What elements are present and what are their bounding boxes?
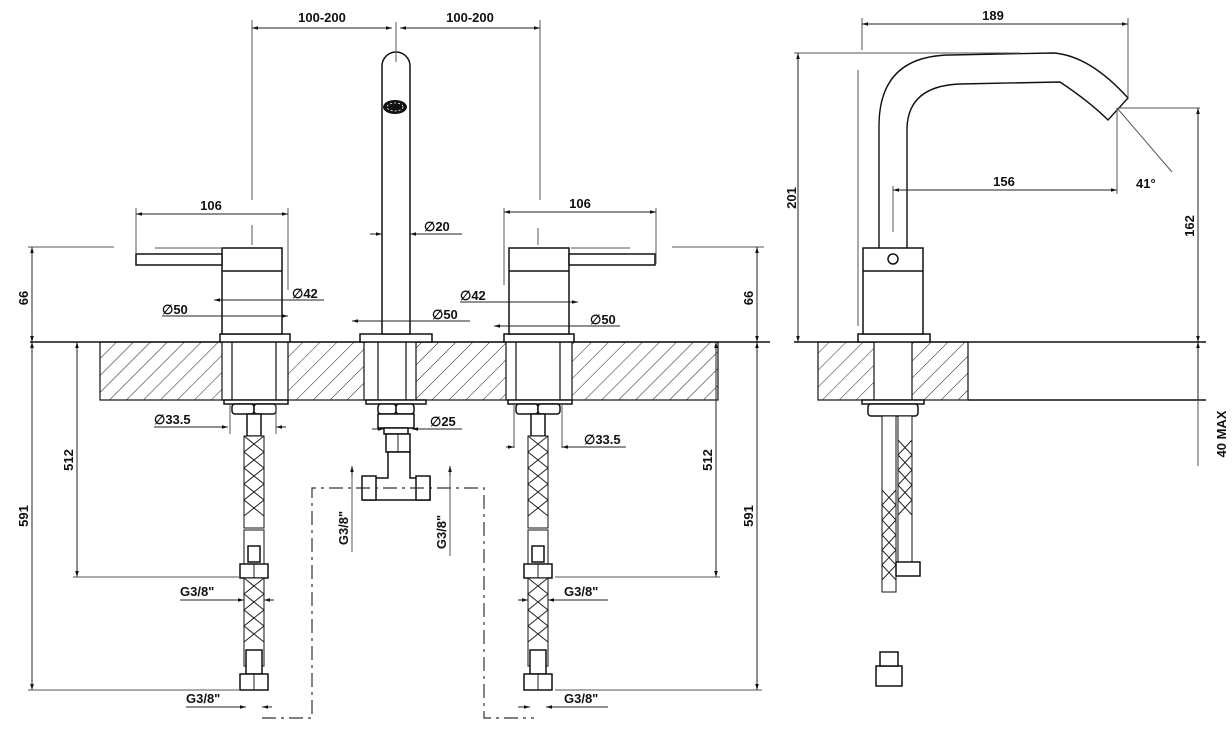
dim-height-right: 66: [741, 291, 756, 305]
dim-thread-left-end: G3/8": [186, 691, 220, 706]
dim-handle-diameter-right: ∅42: [460, 288, 486, 303]
side-view: 189 201 162 156 41° 40 MAX: [784, 8, 1229, 687]
dim-height-total: 201: [784, 187, 799, 209]
dim-handle-diameter-left: ∅42: [292, 286, 318, 301]
dim-hose-left: 512: [61, 449, 76, 471]
dim-deck-thickness: 40 MAX: [1214, 410, 1229, 457]
dim-handle-left: 106: [200, 198, 222, 213]
dim-vertical-left: 66 591 512: [16, 246, 240, 691]
dim-spacing-left: 100-200: [298, 10, 346, 25]
dim-reach-total: 189: [982, 8, 1004, 23]
dim-total-right: 591: [741, 505, 756, 527]
deck-section: [30, 341, 770, 401]
dim-thread-tee-left: G3/8": [336, 511, 351, 545]
dim-handle-right: 106: [569, 196, 591, 211]
supply-outline: [262, 487, 534, 719]
center-tee-fitting: [361, 399, 431, 501]
spout: [359, 22, 433, 343]
dim-handle-width: 106 106: [135, 196, 657, 290]
dim-shank-right: ∅33.5: [584, 432, 621, 447]
dim-shank-left: ∅33.5: [154, 412, 191, 427]
dim-diameters: ∅20 ∅42 ∅50 ∅50 ∅42 ∅50 ∅33.5 ∅25 ∅33.5: [154, 219, 626, 449]
dim-thread-right-mid: G3/8": [564, 584, 598, 599]
dim-spout-diameter: ∅20: [424, 219, 450, 234]
dim-hose-right: 512: [700, 449, 715, 471]
dim-outlet-height: 162: [1182, 215, 1197, 237]
dim-flange-center: ∅50: [432, 307, 458, 322]
right-fitting: [507, 399, 573, 691]
dim-spacing-right: 100-200: [446, 10, 494, 25]
right-handle: [503, 228, 656, 343]
dim-threads: G3/8" G3/8" G3/8" G3/8" G3/8" G3/8": [180, 466, 608, 709]
dim-thread-left-mid: G3/8": [180, 584, 214, 599]
dim-flange-right: ∅50: [590, 312, 616, 327]
dim-thread-tee-right: G3/8": [434, 515, 449, 549]
front-view: 100-200 100-200 106 106 ∅20 ∅42 ∅50 ∅50: [16, 10, 770, 719]
dim-spacing: 100-200 100-200: [251, 10, 541, 200]
dim-height-left: 66: [16, 291, 31, 305]
dim-flange-left: ∅50: [162, 302, 188, 317]
left-handle: [135, 225, 291, 343]
dim-thread-right-end: G3/8": [564, 691, 598, 706]
dim-spout-angle: 41°: [1136, 176, 1156, 191]
dim-vertical-right: 66 591 512: [555, 246, 764, 691]
dim-reach-outlet: 156: [993, 174, 1015, 189]
dim-total-left: 591: [16, 505, 31, 527]
aerator-icon: [383, 100, 407, 114]
left-fitting: [223, 399, 289, 691]
dim-shank-center: ∅25: [430, 414, 456, 429]
